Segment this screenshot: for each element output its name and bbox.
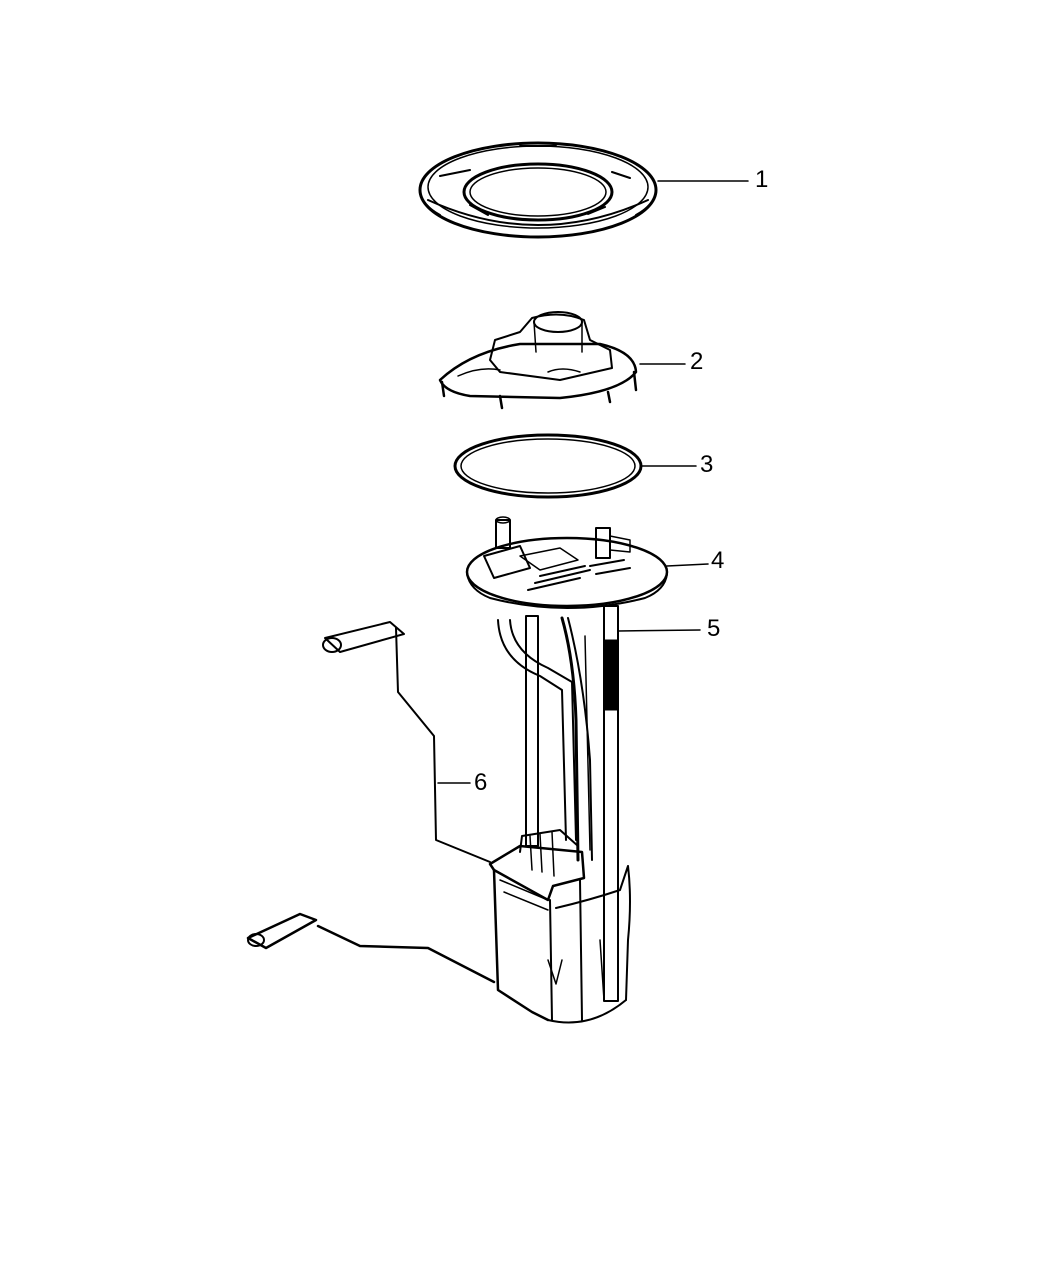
callout-2: 2 [690,348,704,375]
callout-3: 3 [700,451,714,478]
callout-4: 4 [711,547,725,574]
electrical-connector [246,912,496,984]
part-3-o-ring [453,433,697,499]
callout-5: 5 [707,615,721,642]
part-6-level-sender [322,621,491,863]
part-1-lock-ring [418,141,749,239]
callout-6: 6 [474,769,488,796]
callout-1: 1 [755,166,769,193]
part-2-retainer-cap [438,311,686,410]
part-4-module-flange [465,516,709,609]
part-5-guide-rods [497,605,701,1002]
pump-reservoir [488,829,631,1024]
